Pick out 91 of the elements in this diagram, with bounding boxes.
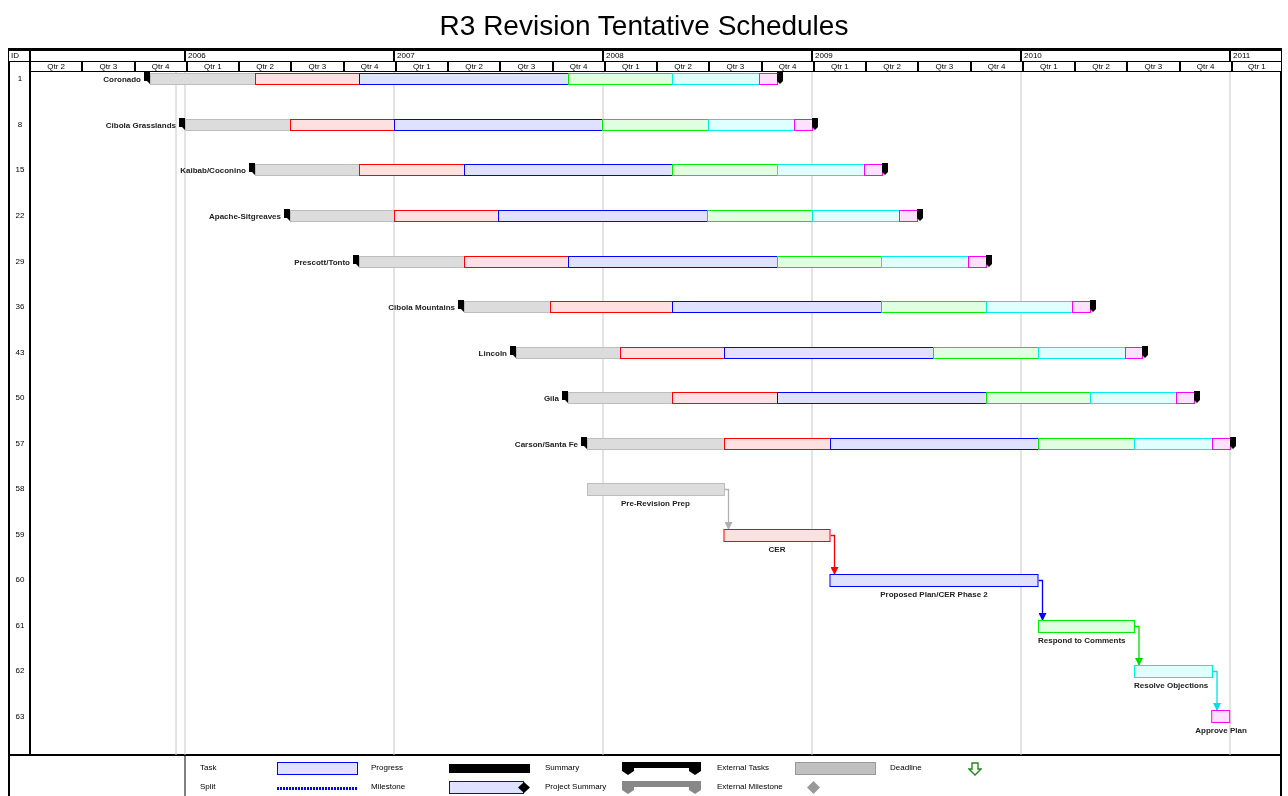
task-name: Resolve Objections	[1134, 681, 1209, 690]
quarter-header: Qtr 2	[657, 61, 710, 72]
legend-label: Deadline	[890, 763, 922, 772]
task-node	[723, 529, 831, 554]
task-node	[1134, 665, 1213, 690]
column-header: ID	[8, 50, 30, 62]
chart-title: R3 Revision Tentative Schedules	[438, 10, 850, 42]
quarter-header: Qtr 1	[186, 61, 239, 72]
row-id: 15	[14, 165, 26, 174]
row-id: 1	[16, 74, 24, 83]
summary-name: Kaibab/Coconino	[180, 165, 246, 175]
task-node	[586, 483, 725, 508]
quarter-header: Qtr 2	[1075, 61, 1128, 72]
row-id: 59	[14, 530, 26, 539]
summary-row	[208, 209, 924, 223]
row-id: 22	[14, 211, 26, 220]
row-id: 62	[14, 666, 26, 675]
summary-name: Cibola Mountains	[388, 302, 455, 312]
summary-name: Coronado	[103, 74, 141, 84]
summary-name: Cibola Grasslands	[105, 120, 176, 130]
row-id: 58	[14, 484, 26, 493]
dependency-arrow	[829, 534, 839, 575]
quarter-header: Qtr 2	[448, 61, 501, 72]
quarter-header: Qtr 1	[604, 61, 657, 72]
summary-name: Gila	[543, 393, 559, 403]
legend-label: Split	[200, 782, 216, 791]
year-header: 2006	[185, 50, 394, 62]
task-name: Proposed Plan/CER Phase 2	[880, 590, 988, 599]
quarter-header: Qtr 3	[1127, 61, 1180, 72]
summary-row	[294, 255, 993, 269]
quarter-header: Qtr 3	[82, 61, 135, 72]
row-id: 60	[14, 575, 26, 584]
quarter-header: Qtr 1	[813, 61, 866, 72]
year-header: 2009	[812, 50, 1021, 62]
task-node	[1195, 710, 1247, 735]
dependency-arrow	[1212, 670, 1221, 711]
summary-row	[478, 346, 1149, 360]
legend-label: External Tasks	[717, 763, 769, 772]
row-id: 8	[16, 120, 24, 129]
legend-label: Summary	[545, 763, 580, 772]
row-id: 63	[14, 712, 26, 721]
dependency-arrow	[1134, 625, 1143, 666]
quarter-header: Qtr 1	[395, 61, 448, 72]
quarter-header: Qtr 2	[239, 61, 292, 72]
quarter-header: Qtr 2	[30, 61, 83, 72]
quarter-header: Qtr 4	[552, 61, 605, 72]
summary-row	[180, 163, 889, 177]
quarter-header: Qtr 1	[1231, 61, 1282, 72]
row-id: 43	[14, 348, 26, 357]
year-header: 2008	[603, 50, 812, 62]
row-id: 61	[14, 621, 26, 630]
summary-row	[514, 437, 1237, 451]
dependency-arrow	[723, 488, 733, 530]
legend-label: External Milestone	[717, 782, 783, 791]
legend-label: Task	[200, 763, 217, 772]
quarter-header: Qtr 4	[343, 61, 396, 72]
summary-row	[388, 300, 1097, 314]
task-name: Pre-Revision Prep	[621, 499, 690, 508]
legend-label: Milestone	[371, 782, 406, 791]
legend-label: Project Summary	[545, 782, 607, 791]
task-node	[1038, 620, 1135, 645]
summary-row	[543, 391, 1201, 405]
summary-row	[103, 72, 784, 86]
task-name: Respond to Comments	[1038, 636, 1126, 645]
legend-label: Progress	[371, 763, 403, 772]
quarter-header: Qtr 3	[918, 61, 971, 72]
summary-name: Lincoln	[478, 348, 507, 358]
year-header: 2007	[394, 50, 603, 62]
task-name: Approve Plan	[1195, 726, 1247, 735]
quarter-header: Qtr 4	[1179, 61, 1232, 72]
quarter-header: Qtr 1	[1022, 61, 1075, 72]
row-id: 57	[14, 439, 26, 448]
year-header: 2011	[1230, 50, 1282, 62]
quarter-header: Qtr 4	[761, 61, 814, 72]
quarter-header: Qtr 4	[970, 61, 1023, 72]
task-node	[829, 574, 1039, 599]
quarter-header: Qtr 4	[134, 61, 187, 72]
summary-row	[105, 118, 819, 132]
task-name: CER	[768, 545, 786, 554]
quarter-header: Qtr 3	[291, 61, 344, 72]
quarter-header: Qtr 2	[866, 61, 919, 72]
year-header: 2010	[1021, 50, 1230, 62]
dependency-arrow	[1037, 579, 1047, 621]
quarter-header: Qtr 3	[500, 61, 553, 72]
row-id: 50	[14, 393, 26, 402]
row-id: 29	[14, 257, 26, 266]
quarter-header: Qtr 3	[709, 61, 762, 72]
row-id: 36	[14, 302, 26, 311]
summary-name: Apache-Sitgreaves	[208, 211, 281, 221]
summary-name: Carson/Santa Fe	[514, 439, 578, 449]
summary-name: Prescott/Tonto	[294, 257, 350, 267]
